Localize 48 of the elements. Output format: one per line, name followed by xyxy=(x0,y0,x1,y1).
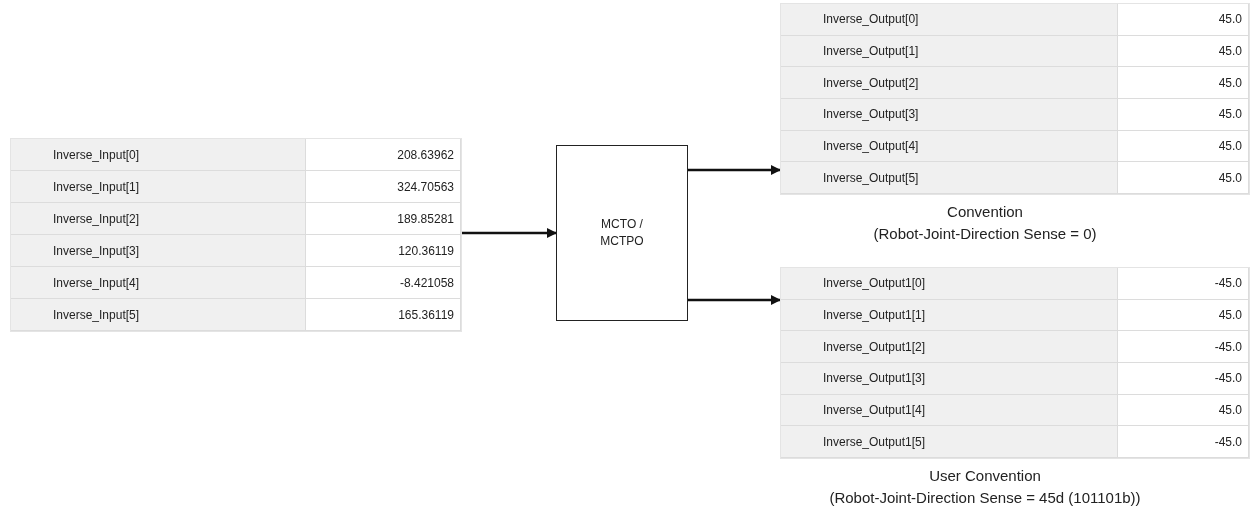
variable-name-cell: Inverse_Output1[4] xyxy=(781,394,1118,427)
variable-name-cell: Inverse_Output1[5] xyxy=(781,426,1118,458)
value-cell: 120.36119 xyxy=(306,235,461,267)
variable-name-cell: Inverse_Output[5] xyxy=(781,162,1118,194)
value-cell: 45.0 xyxy=(1118,130,1249,163)
data-table xyxy=(780,3,1250,195)
variable-name-cell: Inverse_Input[0] xyxy=(11,139,306,171)
arrow xyxy=(462,228,557,238)
variable-name-cell: Inverse_Input[2] xyxy=(11,203,306,235)
table-caption: (Robot-Joint-Direction Sense = 0) xyxy=(873,225,1097,242)
process-label: MCTO / MCTPO xyxy=(599,216,645,250)
variable-name-cell: Inverse_Output[0] xyxy=(781,4,1118,36)
variable-name-cell: Inverse_Input[1] xyxy=(11,171,306,203)
variable-name-cell: Inverse_Output1[2] xyxy=(781,331,1118,363)
data-table xyxy=(780,267,1250,459)
value-cell: 45.0 xyxy=(1118,394,1249,427)
table-caption: User Convention xyxy=(929,467,1041,484)
variable-name-cell: Inverse_Output1[3] xyxy=(781,363,1118,395)
value-cell: -8.421058 xyxy=(306,267,461,299)
variable-name-cell: Inverse_Input[4] xyxy=(11,267,306,299)
arrow xyxy=(688,295,781,305)
value-cell: 45.0 xyxy=(1118,67,1249,99)
value-cell: -45.0 xyxy=(1118,268,1249,300)
value-cell: 45.0 xyxy=(1118,35,1249,68)
variable-name-cell: Inverse_Output1[1] xyxy=(781,299,1118,332)
variable-name-cell: Inverse_Output[4] xyxy=(781,130,1118,163)
arrow xyxy=(688,165,781,175)
variable-name-cell: Inverse_Output1[0] xyxy=(781,268,1118,300)
value-cell: 45.0 xyxy=(1118,299,1249,332)
process-box xyxy=(556,145,688,321)
variable-name-cell: Inverse_Output[1] xyxy=(781,35,1118,68)
value-cell: 324.70563 xyxy=(306,171,461,203)
value-cell: 45.0 xyxy=(1118,4,1249,36)
variable-name-cell: Inverse_Input[5] xyxy=(11,299,306,331)
table-caption: (Robot-Joint-Direction Sense = 45d (101101b)) xyxy=(829,489,1141,506)
value-cell: -45.0 xyxy=(1118,426,1249,458)
value-cell: -45.0 xyxy=(1118,363,1249,395)
value-cell: 45.0 xyxy=(1118,162,1249,194)
value-cell: 165.36119 xyxy=(306,299,461,331)
variable-name-cell: Inverse_Output[3] xyxy=(781,99,1118,131)
variable-name-cell: Inverse_Output[2] xyxy=(781,67,1118,99)
table-caption: Convention xyxy=(947,203,1023,220)
variable-name-cell: Inverse_Input[3] xyxy=(11,235,306,267)
data-table xyxy=(10,138,462,332)
value-cell: 45.0 xyxy=(1118,99,1249,131)
value-cell: 208.63962 xyxy=(306,139,461,171)
value-cell: -45.0 xyxy=(1118,331,1249,363)
value-cell: 189.85281 xyxy=(306,203,461,235)
